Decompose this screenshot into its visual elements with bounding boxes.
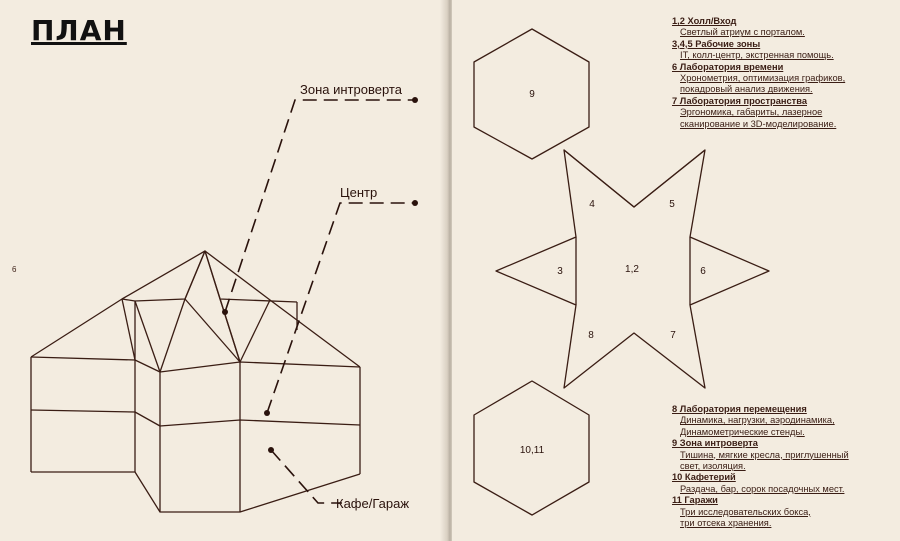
cafe-leader	[270, 449, 342, 504]
legend-item-line: Светлый атриум с порталом.	[680, 27, 805, 38]
legend-item-line: IT, колл-центр, экстренная помощь.	[680, 50, 834, 61]
legend-item: 9 Зона интроверта Тишина, мягкие кресла,…	[672, 438, 849, 472]
roof-outline	[30, 250, 361, 368]
legend-item-line: Эргономика, габариты, лазерное	[680, 107, 823, 118]
legend-item-title: 1,2 Холл/Вход	[672, 16, 737, 26]
star-label-3: 3	[557, 266, 563, 277]
legend-item-line: свет, изоляция.	[680, 461, 746, 472]
legend-item-title: 7 Лаборатория пространства	[672, 95, 807, 106]
callout-introvert-zone: Зона интроверта	[300, 82, 402, 97]
star-label-7: 7	[670, 330, 676, 341]
legend-item: 3,4,5 Рабочие зоны IT, колл-центр, экстр…	[672, 39, 845, 62]
left-page: ПЛАН 6	[0, 0, 446, 541]
star-label-4: 4	[589, 199, 595, 210]
legend-item-line: покадровый анализ движения.	[680, 84, 813, 95]
floor-plan-drawing: 9 10,11 1,2 3 4 5 6 7 8	[473, 28, 770, 516]
legend-top: 1,2 Холл/Вход Светлый атриум с порталом.…	[672, 16, 845, 130]
legend-item-line: Динамометрические стенды.	[680, 426, 805, 437]
legend-item: 7 Лаборатория пространства Эргономика, г…	[672, 96, 845, 130]
roof-ridge	[121, 250, 298, 303]
legend-item: 8 Лаборатория перемещения Динамика, нагр…	[672, 404, 849, 438]
legend-item-line: Хронометрия, оптимизация графиков,	[680, 73, 846, 84]
star-label-8: 8	[588, 330, 594, 341]
page-number: 6	[12, 265, 17, 274]
legend-item-line: Три исследовательских бокса,	[680, 506, 811, 517]
center-leader	[266, 202, 415, 414]
callout-cafe-garage: Кафе/Гараж	[336, 496, 410, 511]
legend-item-title: 6 Лаборатория времени	[672, 61, 784, 72]
legend-item: 1,2 Холл/Вход Светлый атриум с порталом.	[672, 16, 845, 39]
hex-label-9: 9	[529, 89, 535, 100]
hexagon-top	[473, 28, 590, 160]
building-isometric-drawing	[30, 97, 418, 513]
star-label-5: 5	[669, 199, 675, 210]
legend-item: 6 Лаборатория времени Хронометрия, оптим…	[672, 62, 845, 96]
callout-center: Центр	[340, 185, 378, 200]
plan-title: ПЛАН	[31, 14, 127, 47]
legend-item-title: 10 Кафетерий	[672, 472, 736, 483]
legend-bottom: 8 Лаборатория перемещения Динамика, нагр…	[672, 404, 849, 529]
legend-item-line: Динамика, нагрузки, аэродинамика,	[680, 415, 835, 426]
legend-item-title: 8 Лаборатория перемещения	[672, 404, 807, 414]
legend-item-line: сканирование и 3D-моделирование.	[680, 118, 837, 129]
star-label-1-2: 1,2	[625, 264, 639, 275]
legend-item-title: 3,4,5 Рабочие зоны	[672, 38, 761, 49]
hex-label-10-11: 10,11	[520, 445, 545, 456]
legend-item-line: три отсека хранения.	[680, 518, 772, 529]
legend-item-title: 9 Зона интроверта	[672, 438, 758, 449]
legend-item-line: Тишина, мягкие кресла, приглушенный	[680, 449, 849, 460]
legend-item: 11 Гаражи Три исследовательских бокса, т…	[672, 495, 849, 529]
legend-item: 10 Кафетерий Раздача, бар, сорок посадоч…	[672, 472, 849, 495]
star-label-6: 6	[700, 266, 706, 277]
hexagon-bottom	[473, 380, 590, 516]
legend-item-line: Раздача, бар, сорок посадочных мест.	[680, 483, 845, 494]
introvert-leader	[224, 99, 415, 313]
legend-item-title: 11 Гаражи	[672, 495, 718, 506]
right-page: 9 10,11 1,2 3 4 5 6 7 8 1,2 Холл/Вход Св…	[452, 0, 900, 541]
